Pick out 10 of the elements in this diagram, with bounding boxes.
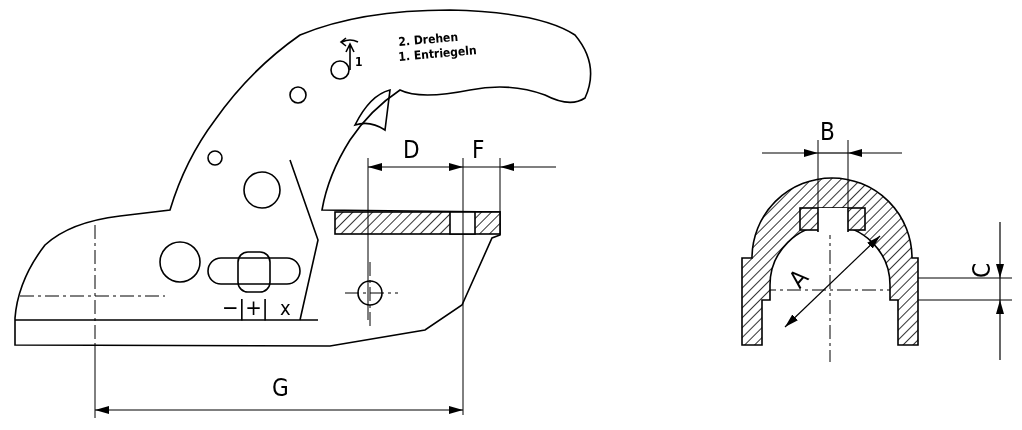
step-number: 1 [355, 56, 363, 68]
dimension-label: C [970, 262, 994, 278]
dimension-label: F [472, 138, 485, 162]
dimension-label: D [403, 138, 420, 162]
marking-label: x [280, 298, 291, 318]
instruction-text: 2. Drehen [398, 30, 459, 48]
dimension-label: B [820, 120, 835, 144]
dimension-label: G [272, 376, 289, 400]
dimension-label: A [785, 265, 813, 293]
wear-indicator-label: −|+| [222, 297, 269, 319]
